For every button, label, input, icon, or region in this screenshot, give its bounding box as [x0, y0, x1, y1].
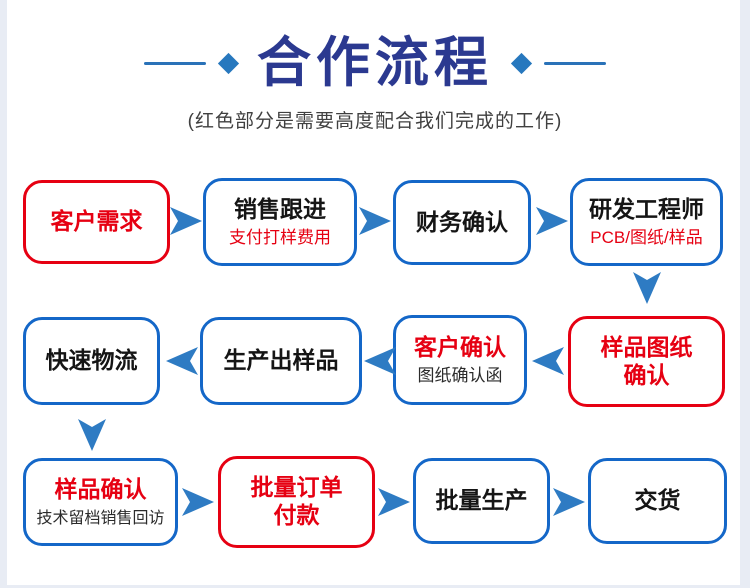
flow-node-customer-confirm: 客户确认 图纸确认函 — [393, 315, 527, 405]
title-line-right — [544, 61, 606, 65]
arrow-down-icon — [77, 419, 107, 451]
node-title: 交货 — [634, 487, 681, 514]
flow-node-delivery: 交货 — [588, 458, 727, 544]
diamond-icon — [510, 52, 533, 74]
node-title: 销售跟进 — [234, 195, 326, 222]
node-title: 客户确认 — [414, 333, 506, 360]
arrow-left-icon — [364, 346, 396, 376]
arrow-right-icon — [170, 206, 202, 236]
node-title: 生产出样品 — [223, 347, 339, 374]
arrow-left-icon — [532, 346, 564, 376]
diamond-icon — [217, 52, 240, 74]
flow-node-bulk-order-payment: 批量订单 付款 — [218, 456, 375, 548]
flow-node-rd-engineer: 研发工程师 PCB/图纸/样品 — [570, 178, 723, 266]
arrow-right-icon — [378, 487, 410, 517]
flow-node-produce-sample: 生产出样品 — [200, 317, 362, 405]
page-edge-bottom — [0, 585, 750, 588]
title-line-left — [144, 61, 206, 65]
node-title: 财务确认 — [416, 208, 508, 235]
node-title: 客户需求 — [50, 208, 143, 235]
flow-node-bulk-production: 批量生产 — [413, 458, 550, 544]
arrow-right-icon — [536, 206, 568, 236]
page-edge-left — [0, 0, 7, 588]
flow-node-fast-logistics: 快速物流 — [23, 317, 160, 405]
node-title: 研发工程师 — [589, 195, 704, 222]
node-title: 批量生产 — [435, 487, 528, 514]
flow-node-sample-confirm: 样品确认 技术留档销售回访 — [23, 458, 178, 546]
node-subtitle: 图纸确认函 — [417, 366, 503, 386]
node-subtitle: PCB/图纸/样品 — [590, 228, 703, 248]
arrow-down-icon — [632, 272, 662, 304]
flow-node-customer-demand: 客户需求 — [23, 180, 170, 264]
node-title: 样品图纸 确认 — [600, 333, 693, 388]
flow-node-sample-drawing-confirm: 样品图纸 确认 — [568, 316, 725, 407]
node-title: 批量订单 付款 — [250, 474, 343, 528]
page-edge-right — [740, 0, 750, 588]
arrow-right-icon — [359, 206, 391, 236]
arrow-left-icon — [166, 346, 198, 376]
title-row: 合作流程 — [0, 30, 750, 96]
flow-node-sales-followup: 销售跟进 支付打样费用 — [203, 178, 357, 266]
node-title: 样品确认 — [54, 476, 147, 503]
page-title: 合作流程 — [257, 33, 493, 93]
page-subtitle: (红色部分是需要高度配合我们完成的工作) — [187, 111, 563, 132]
arrow-right-icon — [182, 487, 214, 517]
node-title: 快速物流 — [45, 347, 138, 374]
node-subtitle: 技术留档销售回访 — [36, 509, 165, 527]
arrow-right-icon — [553, 487, 585, 517]
flow-node-finance-confirm: 财务确认 — [393, 180, 531, 265]
node-subtitle: 支付打样费用 — [229, 228, 331, 248]
